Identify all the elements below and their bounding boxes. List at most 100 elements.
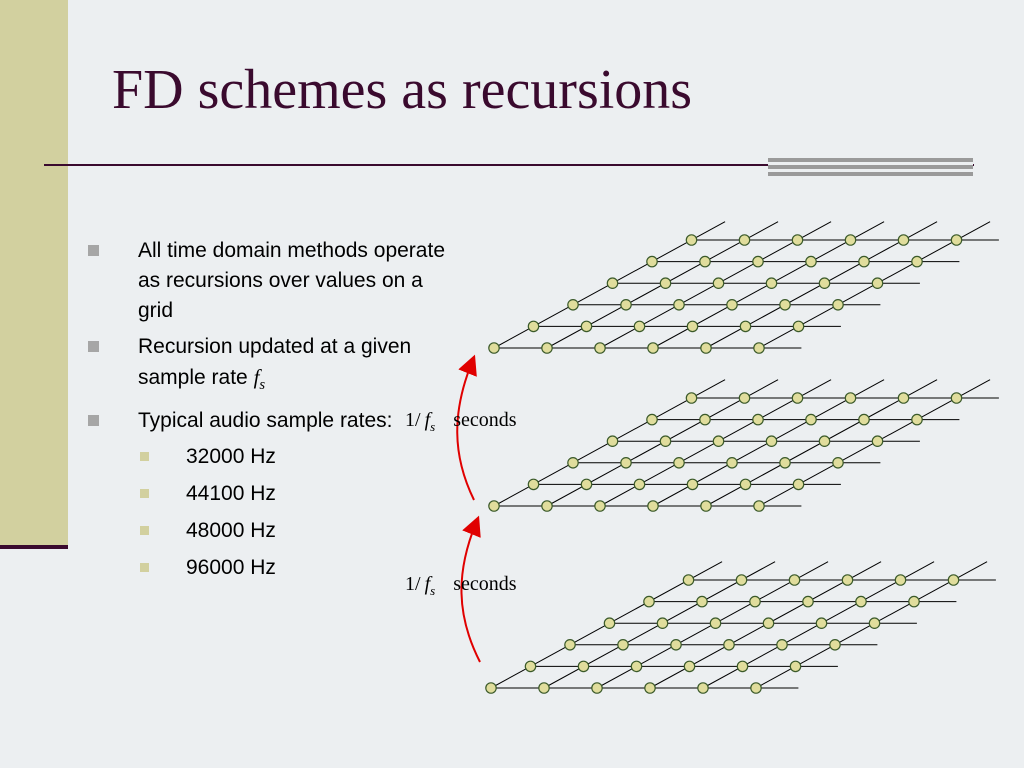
grid-node	[673, 456, 685, 469]
grid-node	[858, 255, 870, 268]
grid-node	[788, 574, 801, 586]
grid-node	[805, 413, 817, 426]
grid-node	[700, 500, 712, 512]
grid-node	[765, 435, 778, 447]
grid-node	[700, 342, 712, 354]
grid-node	[647, 342, 659, 354]
bullet-text: All time domain methods operate as recur…	[138, 239, 445, 322]
grid-node	[577, 660, 590, 673]
grid-node	[844, 234, 857, 246]
rate-item: 32000 Hz	[138, 442, 448, 472]
grid-node	[738, 234, 751, 246]
grid-node	[792, 320, 805, 333]
grid-node	[818, 277, 831, 289]
grid-node	[683, 660, 696, 673]
grid-node	[911, 413, 923, 426]
grid-node	[646, 413, 658, 426]
grid-node	[739, 320, 752, 333]
grid-node	[633, 320, 646, 333]
grid-node	[818, 435, 831, 447]
grid-node	[723, 638, 735, 651]
grid-node	[699, 413, 711, 426]
grid-node	[647, 500, 659, 512]
grid-node	[789, 660, 802, 673]
grid-layers	[485, 221, 999, 694]
rate-text: 32000 Hz	[186, 445, 276, 469]
grid-node	[656, 617, 669, 629]
title-rule	[44, 164, 974, 166]
grid-node	[841, 574, 854, 586]
grid-node	[950, 392, 963, 404]
grid-node	[792, 478, 805, 491]
grid-node	[541, 342, 553, 354]
grid-node	[670, 638, 682, 651]
grid-node	[567, 456, 579, 469]
grid-node	[643, 595, 655, 608]
grid-node	[765, 277, 778, 289]
grid-node	[524, 660, 537, 673]
grid-node	[752, 413, 764, 426]
grid-node	[485, 682, 497, 694]
grid-node	[606, 435, 619, 447]
grid-node	[947, 574, 960, 586]
grid-node	[871, 435, 884, 447]
grid-node	[897, 234, 910, 246]
grid-node	[894, 574, 907, 586]
grid-node	[752, 255, 764, 268]
grid-node	[617, 638, 629, 651]
grid-node	[779, 456, 791, 469]
bullet-item: All time domain methods operate as recur…	[88, 236, 448, 326]
grid-node	[908, 595, 920, 608]
grid-node	[791, 234, 804, 246]
grid-node	[709, 617, 722, 629]
grid-node	[950, 234, 963, 246]
grid-node	[696, 595, 708, 608]
grid-node	[538, 682, 550, 694]
grid-node	[673, 298, 685, 311]
grid-node	[753, 500, 765, 512]
grid-node	[620, 298, 632, 311]
bullet-item: Typical audio sample rates: 32000 Hz 441…	[88, 406, 448, 583]
grid-node	[633, 478, 646, 491]
grid-node	[630, 660, 643, 673]
grid-node	[911, 255, 923, 268]
grid-node	[726, 456, 738, 469]
grid-node	[712, 435, 725, 447]
grid-node	[738, 392, 751, 404]
grid-node	[594, 500, 606, 512]
rate-text: 44100 Hz	[186, 482, 276, 506]
grid-node	[832, 298, 844, 311]
grid-node	[779, 298, 791, 311]
rate-text: 96000 Hz	[186, 556, 276, 580]
grid-node	[735, 574, 748, 586]
grid-node	[712, 277, 725, 289]
grid-node	[739, 478, 752, 491]
grid-node	[844, 392, 857, 404]
grid-node	[829, 638, 841, 651]
bullet-item: Recursion updated at a given sample rate…	[88, 332, 448, 400]
grid-node	[527, 320, 540, 333]
symbol-subscript: s	[259, 377, 266, 394]
grid-node	[682, 574, 695, 586]
rate-item: 44100 Hz	[138, 479, 448, 509]
grid-node	[726, 298, 738, 311]
sample-rate-symbol: fs	[253, 365, 266, 393]
grid-node	[488, 500, 500, 512]
grid-node	[580, 478, 593, 491]
grid-node	[750, 682, 762, 694]
symbol-f: f	[253, 365, 260, 389]
grid-node	[815, 617, 828, 629]
grid-node	[488, 342, 500, 354]
grid-node	[541, 500, 553, 512]
bullet-text: Typical audio sample rates:	[138, 409, 393, 433]
grid-node	[855, 595, 867, 608]
slide-title: FD schemes as recursions	[112, 59, 693, 121]
grid-node	[699, 255, 711, 268]
grid-node	[805, 255, 817, 268]
grid-node	[871, 277, 884, 289]
